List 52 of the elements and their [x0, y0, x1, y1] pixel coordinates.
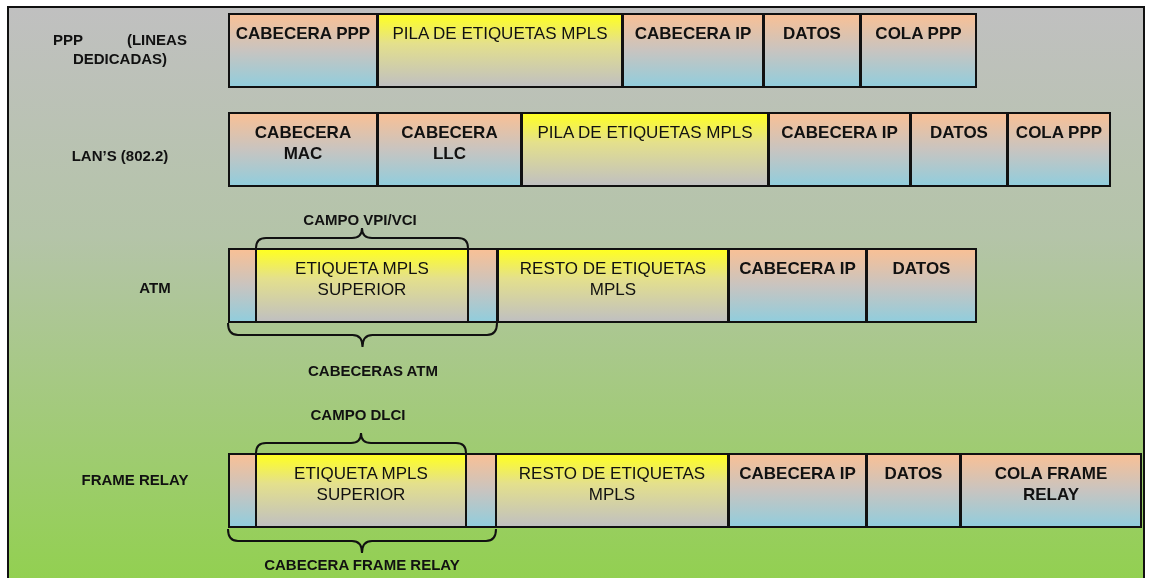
packet-field	[495, 453, 729, 528]
field-text: ETIQUETA MPLS SUPERIOR	[294, 258, 430, 300]
packet-field	[255, 248, 469, 323]
field-text: DATOS	[783, 23, 841, 44]
brace-label: CAMPO DLCI	[309, 405, 407, 424]
field-text: DATOS	[892, 258, 951, 279]
packet-field	[1007, 112, 1111, 187]
field-text: CABECERA LLC	[400, 122, 499, 164]
packet-field	[763, 13, 861, 88]
row-label: FRAME RELAY	[80, 470, 190, 489]
field-text: COLA PPP	[875, 23, 962, 44]
packet-field	[960, 453, 1142, 528]
field-text: COLA PPP	[1015, 122, 1103, 143]
row-label: ATM	[138, 278, 172, 297]
packet-field	[521, 112, 769, 187]
field-text: RESTO DE ETIQUETAS MPLS	[517, 463, 707, 505]
packet-field	[377, 13, 623, 88]
packet-field	[228, 453, 257, 528]
packet-field	[228, 248, 257, 323]
field-text: CABECERA IP	[781, 122, 898, 143]
field-text: CABECERA IP	[739, 258, 856, 279]
field-text: PILA DE ETIQUETAS MPLS	[392, 23, 608, 44]
field-text: PILA DE ETIQUETAS MPLS	[537, 122, 753, 143]
brace-label: CAMPO VPI/VCI	[302, 210, 418, 229]
brace-label: CABECERA FRAME RELAY	[263, 555, 461, 574]
row-label: PPP (LINEAS DEDICADAS)	[52, 30, 188, 68]
packet-field	[866, 453, 961, 528]
field-text: DATOS	[930, 122, 988, 143]
field-text: CABECERA MAC	[253, 122, 353, 164]
packet-field	[465, 453, 497, 528]
packet-field	[910, 112, 1008, 187]
field-text: COLA FRAME RELAY	[993, 463, 1109, 505]
packet-field	[228, 112, 378, 187]
field-text: RESTO DE ETIQUETAS MPLS	[518, 258, 708, 300]
packet-field	[255, 453, 467, 528]
packet-field	[622, 13, 764, 88]
row-label: LAN’S (802.2)	[70, 146, 170, 165]
field-text: CABECERA IP	[634, 23, 752, 44]
field-text: CABECERA IP	[739, 463, 856, 484]
field-text: CABECERA PPP	[235, 23, 371, 44]
packet-field	[377, 112, 522, 187]
packet-field	[860, 13, 977, 88]
packet-field	[866, 248, 977, 323]
packet-field	[497, 248, 729, 323]
packet-field	[467, 248, 498, 323]
packet-field	[728, 453, 867, 528]
packet-field	[768, 112, 911, 187]
packet-field	[728, 248, 867, 323]
packet-field	[228, 13, 378, 88]
brace-label: CABECERAS ATM	[307, 361, 439, 380]
field-text: ETIQUETA MPLS SUPERIOR	[293, 463, 429, 505]
field-text: DATOS	[884, 463, 943, 484]
